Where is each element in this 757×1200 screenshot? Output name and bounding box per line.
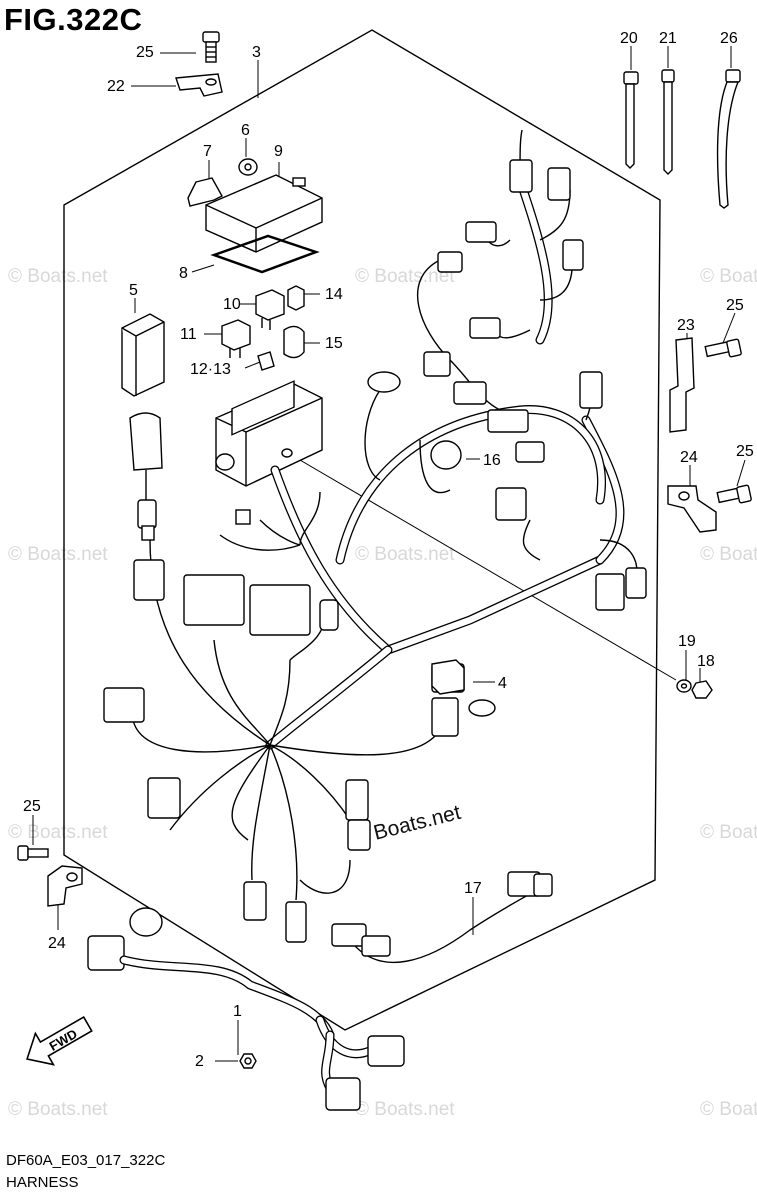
bracket-22 xyxy=(175,73,223,97)
relay-10 xyxy=(255,289,285,330)
relay-11 xyxy=(221,319,251,358)
callout-9: 9 xyxy=(274,143,283,160)
callout-25: 25 xyxy=(136,44,154,61)
fuse-12-13 xyxy=(257,351,275,371)
callout-10: 10 xyxy=(223,296,241,313)
nut-18 xyxy=(691,680,713,699)
watermark: © Boats.net xyxy=(8,266,108,287)
leader-lines xyxy=(32,46,746,1062)
cable-tie-26 xyxy=(716,69,741,209)
grommet-6 xyxy=(238,158,258,176)
battery-cable-1 xyxy=(87,907,405,1111)
gasket-8 xyxy=(210,234,320,274)
bracket-23 xyxy=(669,337,695,433)
callout-20: 20 xyxy=(620,30,638,47)
callout-2: 2 xyxy=(195,1053,204,1070)
figure-caption: HARNESS xyxy=(6,1174,79,1191)
callout-25: 25 xyxy=(726,297,744,314)
callout-12-13: 12·13 xyxy=(190,361,231,378)
cable-tie-21 xyxy=(661,69,675,175)
callout-22: 22 xyxy=(107,78,125,95)
watermark: © Boats.net xyxy=(700,544,757,565)
assembly-frame xyxy=(63,29,661,1031)
bolt-25-right-lower xyxy=(716,484,752,504)
callout-8: 8 xyxy=(179,265,188,282)
watermark: © Boats.net xyxy=(8,544,108,565)
bracket-24-right xyxy=(667,485,717,533)
callout-24: 24 xyxy=(680,449,698,466)
callout-25: 25 xyxy=(736,443,754,460)
watermark: © Boats.net xyxy=(355,266,455,287)
figure-title: FIG.322C xyxy=(4,2,143,37)
bolt-25 xyxy=(202,31,220,63)
bolt-25-left xyxy=(17,845,49,861)
callout-25: 25 xyxy=(23,798,41,815)
bolt-25-right-upper xyxy=(704,338,742,358)
cable-tie-20 xyxy=(623,71,639,169)
watermark: © Boats.net xyxy=(8,1099,108,1120)
relay-4 xyxy=(431,659,465,695)
nut-2 xyxy=(239,1053,257,1069)
clip-7 xyxy=(187,177,223,207)
callout-7: 7 xyxy=(203,143,212,160)
callout-16: 16 xyxy=(483,452,501,469)
callout-17: 17 xyxy=(464,880,482,897)
fuse-cap-15 xyxy=(283,325,305,359)
boot-connector-left xyxy=(129,412,163,541)
callout-18: 18 xyxy=(697,653,715,670)
watermark: © Boats.net xyxy=(700,1099,757,1120)
connectors xyxy=(103,159,647,943)
fuse-box-cover-9 xyxy=(205,174,323,253)
fwd-arrow: FWD xyxy=(26,1015,93,1066)
callout-14: 14 xyxy=(325,286,343,303)
cover-5 xyxy=(121,313,165,397)
callout-24: 24 xyxy=(48,935,66,952)
callout-3: 3 xyxy=(252,44,261,61)
figure-code: DF60A_E03_017_322C xyxy=(6,1152,166,1169)
watermark: © Boats.net xyxy=(355,1099,455,1120)
callout-labels: 3 25 22 6 7 9 8 5 10 11 12·13 14 15 16 4… xyxy=(23,30,754,1070)
callout-19: 19 xyxy=(678,633,696,650)
watermark: © Boats.net xyxy=(8,822,108,843)
harness-wires xyxy=(132,129,638,901)
callout-5: 5 xyxy=(129,282,138,299)
callout-1: 1 xyxy=(233,1003,242,1020)
callout-15: 15 xyxy=(325,335,343,352)
washer-19 xyxy=(676,679,692,693)
watermark: © Boats.net xyxy=(355,544,455,565)
callout-21: 21 xyxy=(659,30,677,47)
callout-4: 4 xyxy=(498,675,507,692)
fuse-14 xyxy=(287,285,305,311)
callout-6: 6 xyxy=(241,122,250,139)
watermark: © Boats.net xyxy=(700,266,757,287)
callout-11: 11 xyxy=(180,326,197,343)
sub-harness-17 xyxy=(331,871,553,964)
watermark: © Boats.net xyxy=(700,822,757,843)
callout-26: 26 xyxy=(720,30,738,47)
bracket-24-left xyxy=(47,865,83,907)
callout-23: 23 xyxy=(677,317,695,334)
main-fuse-box xyxy=(215,380,323,487)
